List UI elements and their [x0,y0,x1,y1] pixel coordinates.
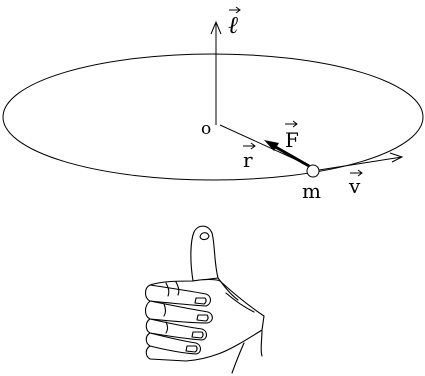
force-label-group: F [285,120,299,152]
angular-momentum-label-group: ℓ [228,6,241,39]
mass-label: m [302,179,321,203]
radius-label-group: r [243,142,256,172]
mass-particle [306,164,320,178]
angular-momentum-label: ℓ [228,11,238,39]
velocity-label-group: v [348,169,363,198]
angular-momentum-vector [210,20,222,125]
force-label: F [285,128,299,152]
force-vector [264,140,310,168]
origin-label: o [201,119,211,139]
velocity-vector [318,152,404,171]
thumbs-up-right-hand-icon [144,225,265,374]
radius-label: r [243,148,253,172]
orbit-ellipse [2,53,424,181]
velocity-label: v [348,174,361,198]
